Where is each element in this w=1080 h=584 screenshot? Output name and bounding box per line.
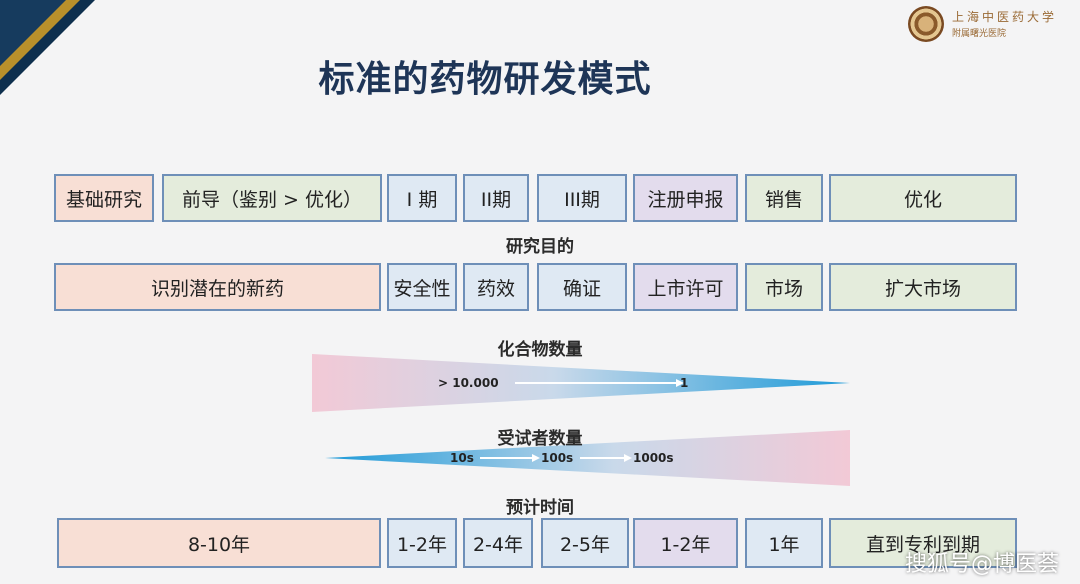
stage-phase-3: III期 (537, 174, 627, 222)
subject-arrow-head-2 (624, 454, 632, 462)
time-label: 预计时间 (506, 498, 574, 518)
time-basic: 8-10年 (57, 518, 381, 568)
compound-from: > 10.000 (438, 376, 499, 390)
time-registration: 1-2年 (633, 518, 738, 568)
stage-lead: 前导（鉴别 > 优化） (162, 174, 382, 222)
purpose-market: 市场 (745, 263, 823, 311)
watermark: 搜狐号@博医荟 (905, 552, 1060, 577)
corner-decoration-inner (0, 0, 66, 66)
stage-optimization: 优化 (829, 174, 1017, 222)
seal-icon (908, 6, 944, 42)
stage-sales: 销售 (745, 174, 823, 222)
stage-phase-2: II期 (463, 174, 529, 222)
compound-arrow-head (676, 379, 684, 387)
logo-subtitle: 附属曙光医院 (952, 29, 1007, 39)
subject-count-2: 100s (541, 451, 574, 465)
subject-label: 受试者数量 (497, 429, 583, 449)
time-phase-1: 1-2年 (387, 518, 457, 568)
compound-label: 化合物数量 (497, 340, 583, 360)
purpose-identify: 识别潜在的新药 (54, 263, 381, 311)
subject-arrow-head-1 (532, 454, 540, 462)
compound-to: 1 (680, 376, 689, 390)
time-phase-3: 2-5年 (541, 518, 629, 568)
university-logo: 上海中医药大学 附属曙光医院 (908, 4, 1078, 46)
logo-name: 上海中医药大学 (952, 10, 1058, 24)
subject-count-3: 1000s (633, 451, 674, 465)
stage-phase-1: I 期 (387, 174, 457, 222)
subject-count-1: 10s (450, 451, 474, 465)
purpose-confirmation: 确证 (537, 263, 627, 311)
purpose-expand-market: 扩大市场 (829, 263, 1017, 311)
purpose-efficacy: 药效 (463, 263, 529, 311)
purpose-label: 研究目的 (506, 237, 574, 257)
page-title: 标准的药物研发模式 (318, 59, 652, 100)
stage-basic-research: 基础研究 (54, 174, 154, 222)
stage-registration: 注册申报 (633, 174, 738, 222)
purpose-approval: 上市许可 (633, 263, 738, 311)
purpose-safety: 安全性 (387, 263, 457, 311)
time-phase-2: 2-4年 (463, 518, 533, 568)
time-sales: 1年 (745, 518, 823, 568)
time-until-patent: 直到专利到期 (829, 518, 1017, 568)
